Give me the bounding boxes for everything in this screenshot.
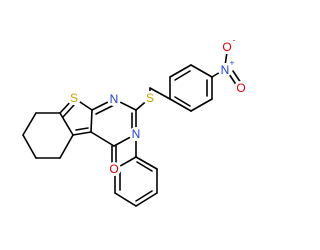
bond [190,98,213,112]
atom-label-s: S [70,91,78,105]
nitrogen-atom-lower: N [129,127,143,141]
oxygen-atom-carbonyl: O [107,162,121,176]
bond [22,112,37,136]
bond [62,104,75,118]
atom-layer: S N N S O N + O - O [67,36,248,176]
bond [22,134,37,159]
atom-label-n: N [221,63,230,77]
bond [135,190,153,202]
bond [174,96,191,107]
nitrogen-atom-nitro: N + [218,59,235,77]
bond [169,98,192,112]
bond [75,127,89,131]
oxygen-atom-nitro-bottom: O [234,81,248,95]
atom-label-s: S [146,91,154,105]
bond [59,112,74,136]
bond [174,70,191,81]
oxygen-atom-nitro-top: O - [220,36,236,54]
bond [95,104,115,115]
sulfur-atom-thiophene: S [67,91,81,105]
charge-plus: + [230,59,235,68]
bond [59,134,74,159]
bond [169,64,192,78]
bond [135,192,158,207]
molecule-structure: S N N S O N + O - O [22,35,248,207]
atom-label-o: O [222,40,231,54]
atom-label-o: O [236,81,245,95]
sulfur-atom-thioether: S [143,91,157,105]
bond [72,131,92,136]
atom-label-n: N [132,127,141,141]
bond [136,161,153,172]
bond [190,64,213,78]
charge-minus: - [233,36,236,45]
bond [149,87,171,100]
atom-label-o: O [109,162,118,176]
bond [90,131,115,147]
bond [232,70,242,84]
bond [90,109,93,133]
bond [114,192,137,207]
nitrogen-atom-upper: N [107,92,121,106]
bond [135,156,158,170]
atom-label-n: N [110,92,119,106]
